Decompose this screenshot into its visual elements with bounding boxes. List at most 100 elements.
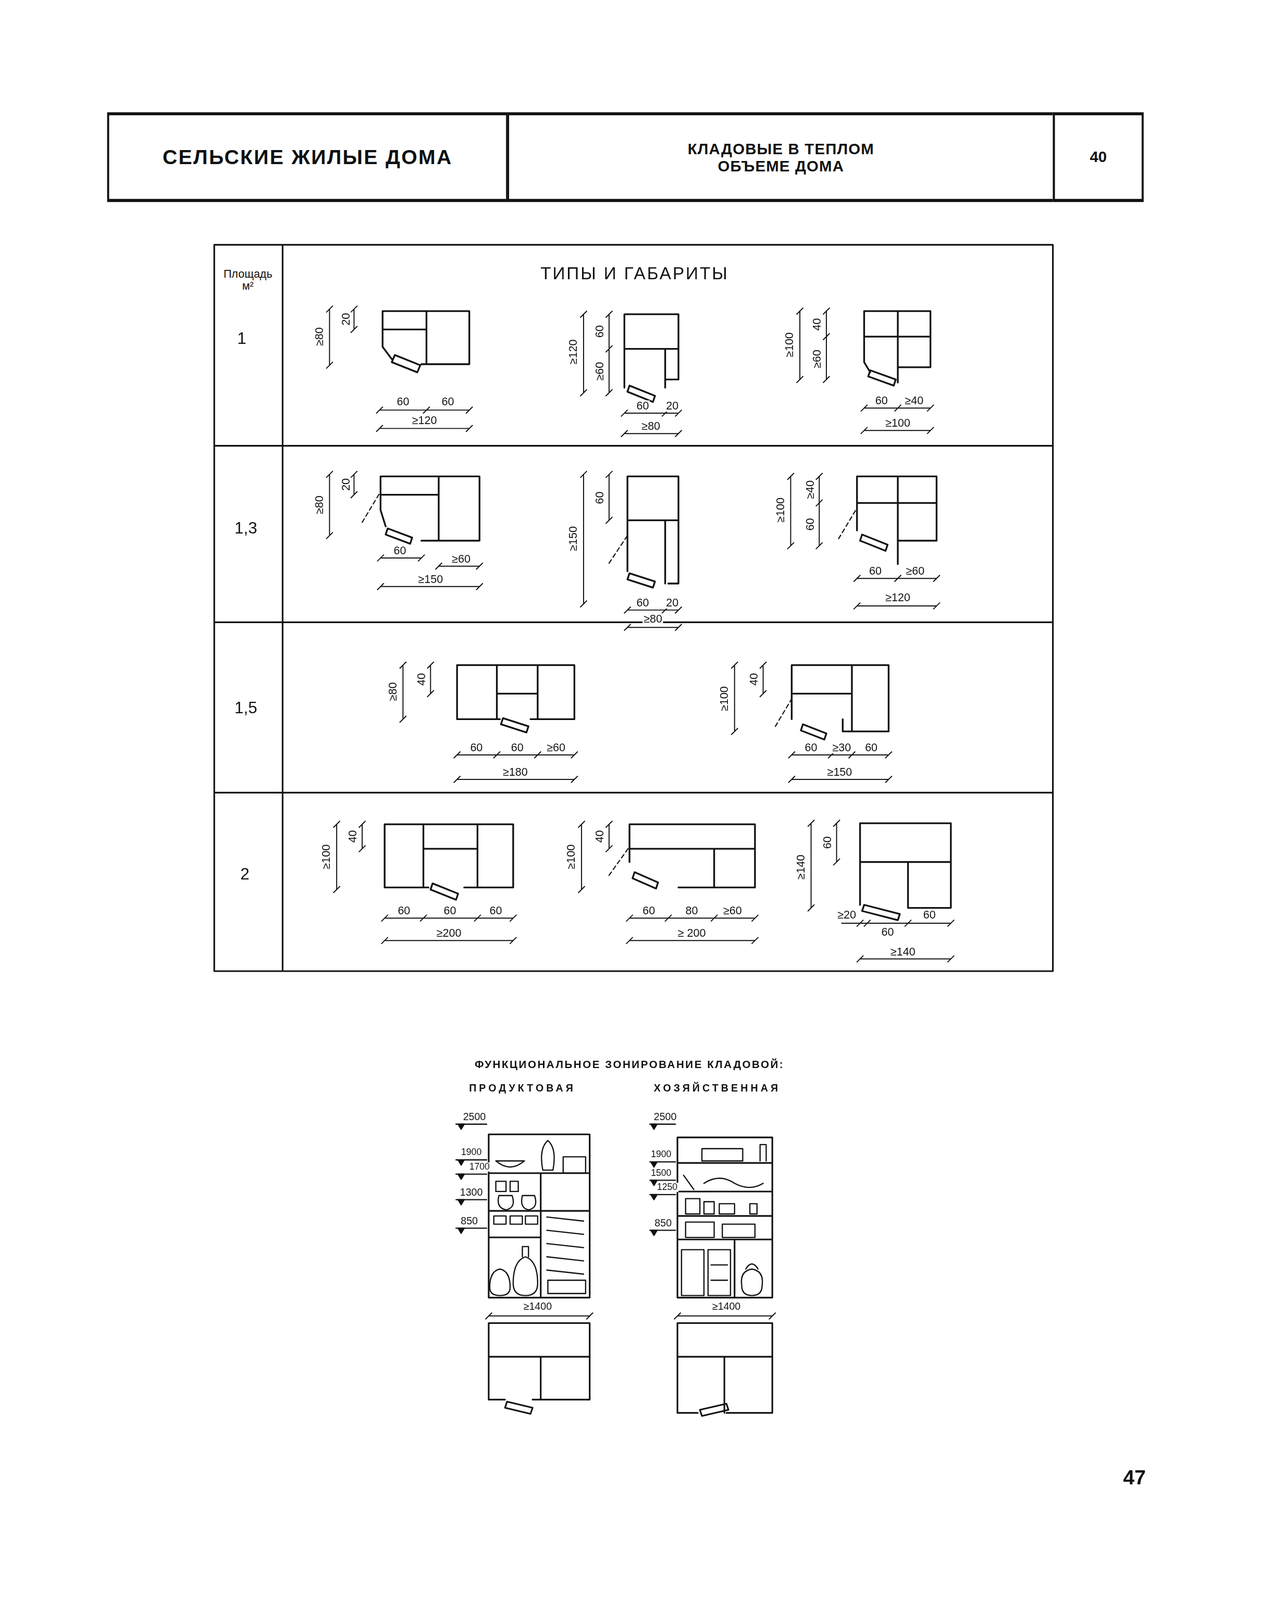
- storeroom-plan: [624, 314, 679, 402]
- dimension-label: ≥40: [804, 479, 816, 501]
- utility-elevation: [677, 1137, 773, 1298]
- text-label: ≥140: [889, 946, 917, 958]
- dimension-label: ≥150: [567, 525, 580, 553]
- text-label: ≥40: [904, 395, 925, 407]
- dimension-label: ≥100: [565, 843, 578, 871]
- text-label: 60: [641, 905, 657, 918]
- text-label: 1250: [656, 1182, 679, 1193]
- pantry-plan: [488, 1323, 590, 1415]
- text-label: ≥60: [722, 905, 744, 918]
- text-label: ≥180: [501, 766, 529, 778]
- text-label: 20: [664, 400, 680, 413]
- dimension-label: ≥80: [387, 681, 399, 703]
- dimension-label: 20: [340, 312, 352, 327]
- header-cell: СЕЛЬСКИЕ ЖИЛЫЕ ДОМА: [107, 112, 509, 202]
- text-label: 60: [442, 905, 458, 918]
- text-label: ТИПЫ И ГАБАРИТЫ: [539, 264, 730, 282]
- text-label: ≥1400: [711, 1301, 742, 1313]
- text-label: ФУНКЦИОНАЛЬНОЕ ЗОНИРОВАНИЕ КЛАДОВОЙ:: [473, 1058, 786, 1070]
- utility-contents: [681, 1144, 767, 1296]
- dimension-label: 40: [811, 317, 824, 332]
- text-label: 850: [459, 1216, 479, 1227]
- dimension-label: 40: [748, 672, 760, 687]
- pantry-contents: [489, 1140, 586, 1296]
- header-text: КЛАДОВЫЕ В ТЕПЛОМ ОБЪЕМЕ ДОМА: [671, 139, 891, 176]
- text-label: 80: [684, 905, 700, 918]
- text-label: 60: [635, 597, 651, 609]
- header-cell: КЛАДОВЫЕ В ТЕПЛОМ ОБЪЕМЕ ДОМА: [506, 112, 1055, 202]
- text-label: 60: [635, 400, 651, 413]
- text-label: 60: [468, 741, 484, 754]
- dimension-label: 40: [347, 829, 360, 845]
- dimension-label: 60: [594, 490, 606, 506]
- text-label: ≥100: [884, 417, 912, 430]
- text-label: 1,3: [233, 520, 258, 537]
- text-label: 1: [236, 330, 247, 347]
- text-label: ≥120: [411, 414, 439, 427]
- dimension-label: ≥140: [795, 853, 807, 881]
- text-label: 60: [440, 396, 456, 408]
- text-label: 60: [803, 741, 819, 754]
- text-label: 20: [664, 597, 680, 609]
- header-cell: 40: [1053, 112, 1144, 202]
- dimension-label: 60: [594, 324, 606, 339]
- storeroom-plan: [860, 823, 951, 921]
- storeroom-plan: [456, 665, 575, 733]
- text-label: 1500: [649, 1168, 673, 1179]
- dimension-label: ≥60: [811, 348, 824, 370]
- dimension-label: ≥100: [784, 331, 796, 359]
- dimension-label: 20: [340, 477, 352, 492]
- text-label: ≥200: [435, 928, 463, 940]
- text-label: 60: [874, 395, 889, 407]
- storeroom-plan: [791, 665, 889, 740]
- text-label: ≥60: [545, 741, 567, 754]
- header-text: СЕЛЬСКИЕ ЖИЛЫЕ ДОМА: [162, 145, 453, 169]
- dimension-lines: [326, 305, 955, 1319]
- text-label: 47: [1122, 1467, 1147, 1488]
- text-label: ≥60: [904, 565, 926, 578]
- text-label: ПРОДУКТОВАЯ: [467, 1083, 577, 1094]
- storeroom-plan: [384, 824, 514, 900]
- dimension-label: ≥100: [718, 685, 731, 713]
- dimension-label: ≥60: [594, 361, 606, 382]
- dimension-label: 60: [804, 516, 816, 532]
- dimension-label: ≥100: [774, 496, 787, 524]
- storeroom-plan: [380, 476, 480, 544]
- text-label: ≥20: [836, 909, 858, 922]
- text-label: ≥30: [831, 741, 852, 754]
- text-label: ≥60: [450, 553, 472, 565]
- text-label: 60: [868, 565, 883, 578]
- utility-plan: [677, 1323, 773, 1417]
- text-label: 60: [922, 909, 937, 922]
- dimension-label: ≥80: [313, 494, 326, 516]
- storeroom-plan: [863, 311, 931, 386]
- text-label: 1700: [468, 1162, 491, 1172]
- text-label: 1300: [459, 1187, 484, 1198]
- dimension-label: ≥120: [567, 338, 580, 366]
- text-label: 60: [392, 545, 408, 558]
- text-label: 850: [653, 1218, 673, 1229]
- table-grid: [214, 244, 1053, 972]
- pantry-elevation: [488, 1134, 590, 1298]
- dimension-label: ≥100: [320, 843, 333, 871]
- text-label: 2500: [462, 1111, 487, 1123]
- storeroom-plan: [857, 476, 937, 564]
- text-label: 2: [239, 865, 251, 883]
- text-label: ≥ 200: [676, 928, 708, 940]
- text-label: 60: [396, 905, 412, 918]
- text-label: 60: [880, 926, 896, 939]
- text-label: 1900: [460, 1148, 483, 1158]
- text-label: ≥150: [416, 573, 444, 586]
- text-label: 60: [510, 741, 525, 754]
- text-label: 1900: [649, 1150, 673, 1160]
- text-label: ≥80: [640, 421, 662, 433]
- dimension-label: 60: [821, 835, 834, 850]
- text-label: 2500: [652, 1111, 678, 1123]
- text-label: ≥150: [826, 766, 854, 778]
- dimension-label: 40: [594, 829, 606, 845]
- storeroom-plan: [382, 311, 469, 373]
- text-label: ≥80: [642, 613, 664, 626]
- door-swing: [362, 491, 858, 876]
